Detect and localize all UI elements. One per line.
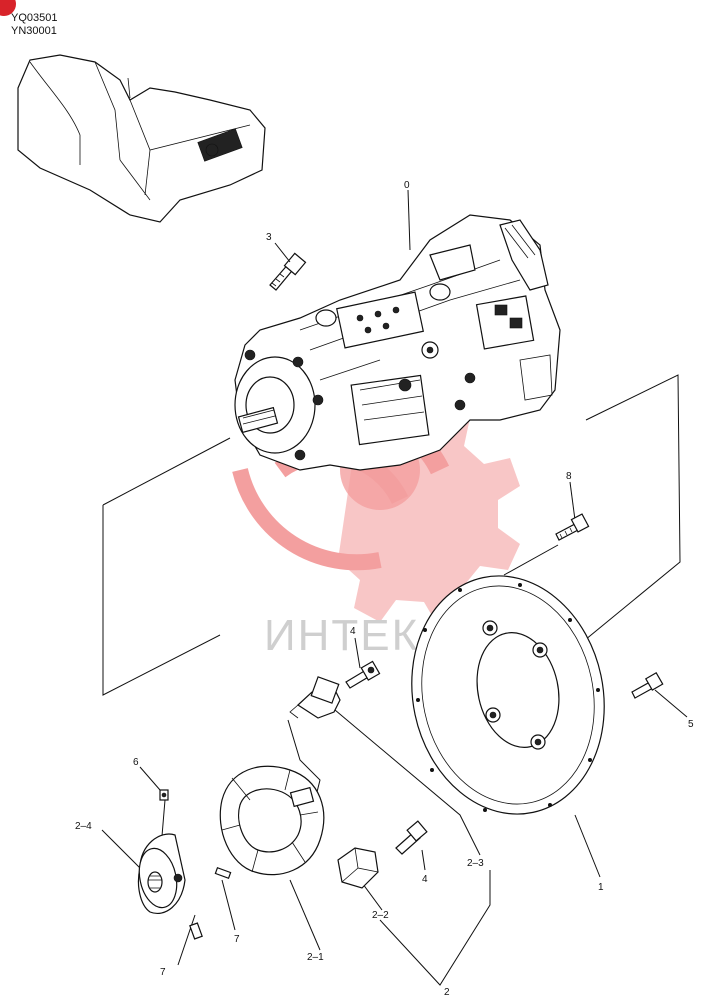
- callout-2-3: 2–3: [467, 858, 484, 869]
- hydraulic-pump: [234, 214, 561, 471]
- hub-2-4: [137, 833, 186, 914]
- catalog-code-1: YQ03501: [11, 12, 58, 24]
- coupling-ring-2-1: [219, 765, 325, 876]
- catalog-code-2: YN30001: [11, 25, 57, 37]
- pin-7-upper: [214, 867, 232, 879]
- callout-2-4: 2–4: [75, 821, 92, 832]
- callout-7-upper: 7: [234, 934, 240, 945]
- assembly-frame: [102, 374, 681, 696]
- callout-3: 3: [266, 232, 272, 243]
- callout-2-2: 2–2: [372, 910, 389, 921]
- coupling-block-2-3: [289, 676, 341, 719]
- bolt-5: [631, 671, 664, 699]
- callout-8: 8: [566, 471, 572, 482]
- nut-6: [159, 789, 169, 801]
- watermark-text: ИНТЕК: [264, 611, 419, 660]
- callout-6: 6: [133, 757, 139, 768]
- bolt-3: [269, 252, 307, 291]
- bolt-8: [555, 513, 590, 541]
- corner-marker: [0, 0, 16, 16]
- engine-outline: [17, 54, 266, 223]
- callout-2: 2: [444, 987, 450, 998]
- callout-7-lower: 7: [160, 967, 166, 978]
- leader-lines: [101, 189, 688, 986]
- pin-7-lower: [189, 922, 203, 940]
- bolt-4-lower: [395, 820, 428, 855]
- callout-0: 0: [404, 180, 410, 191]
- callout-5: 5: [688, 719, 694, 730]
- callout-4-upper: 4: [350, 626, 356, 637]
- callout-1: 1: [598, 882, 604, 893]
- callout-2-1: 2–1: [307, 952, 324, 963]
- coupling-block-2-2: [337, 847, 379, 889]
- callout-4-lower: 4: [422, 874, 428, 885]
- flywheel-plate: [411, 575, 605, 815]
- bolt-4-upper: [345, 660, 381, 689]
